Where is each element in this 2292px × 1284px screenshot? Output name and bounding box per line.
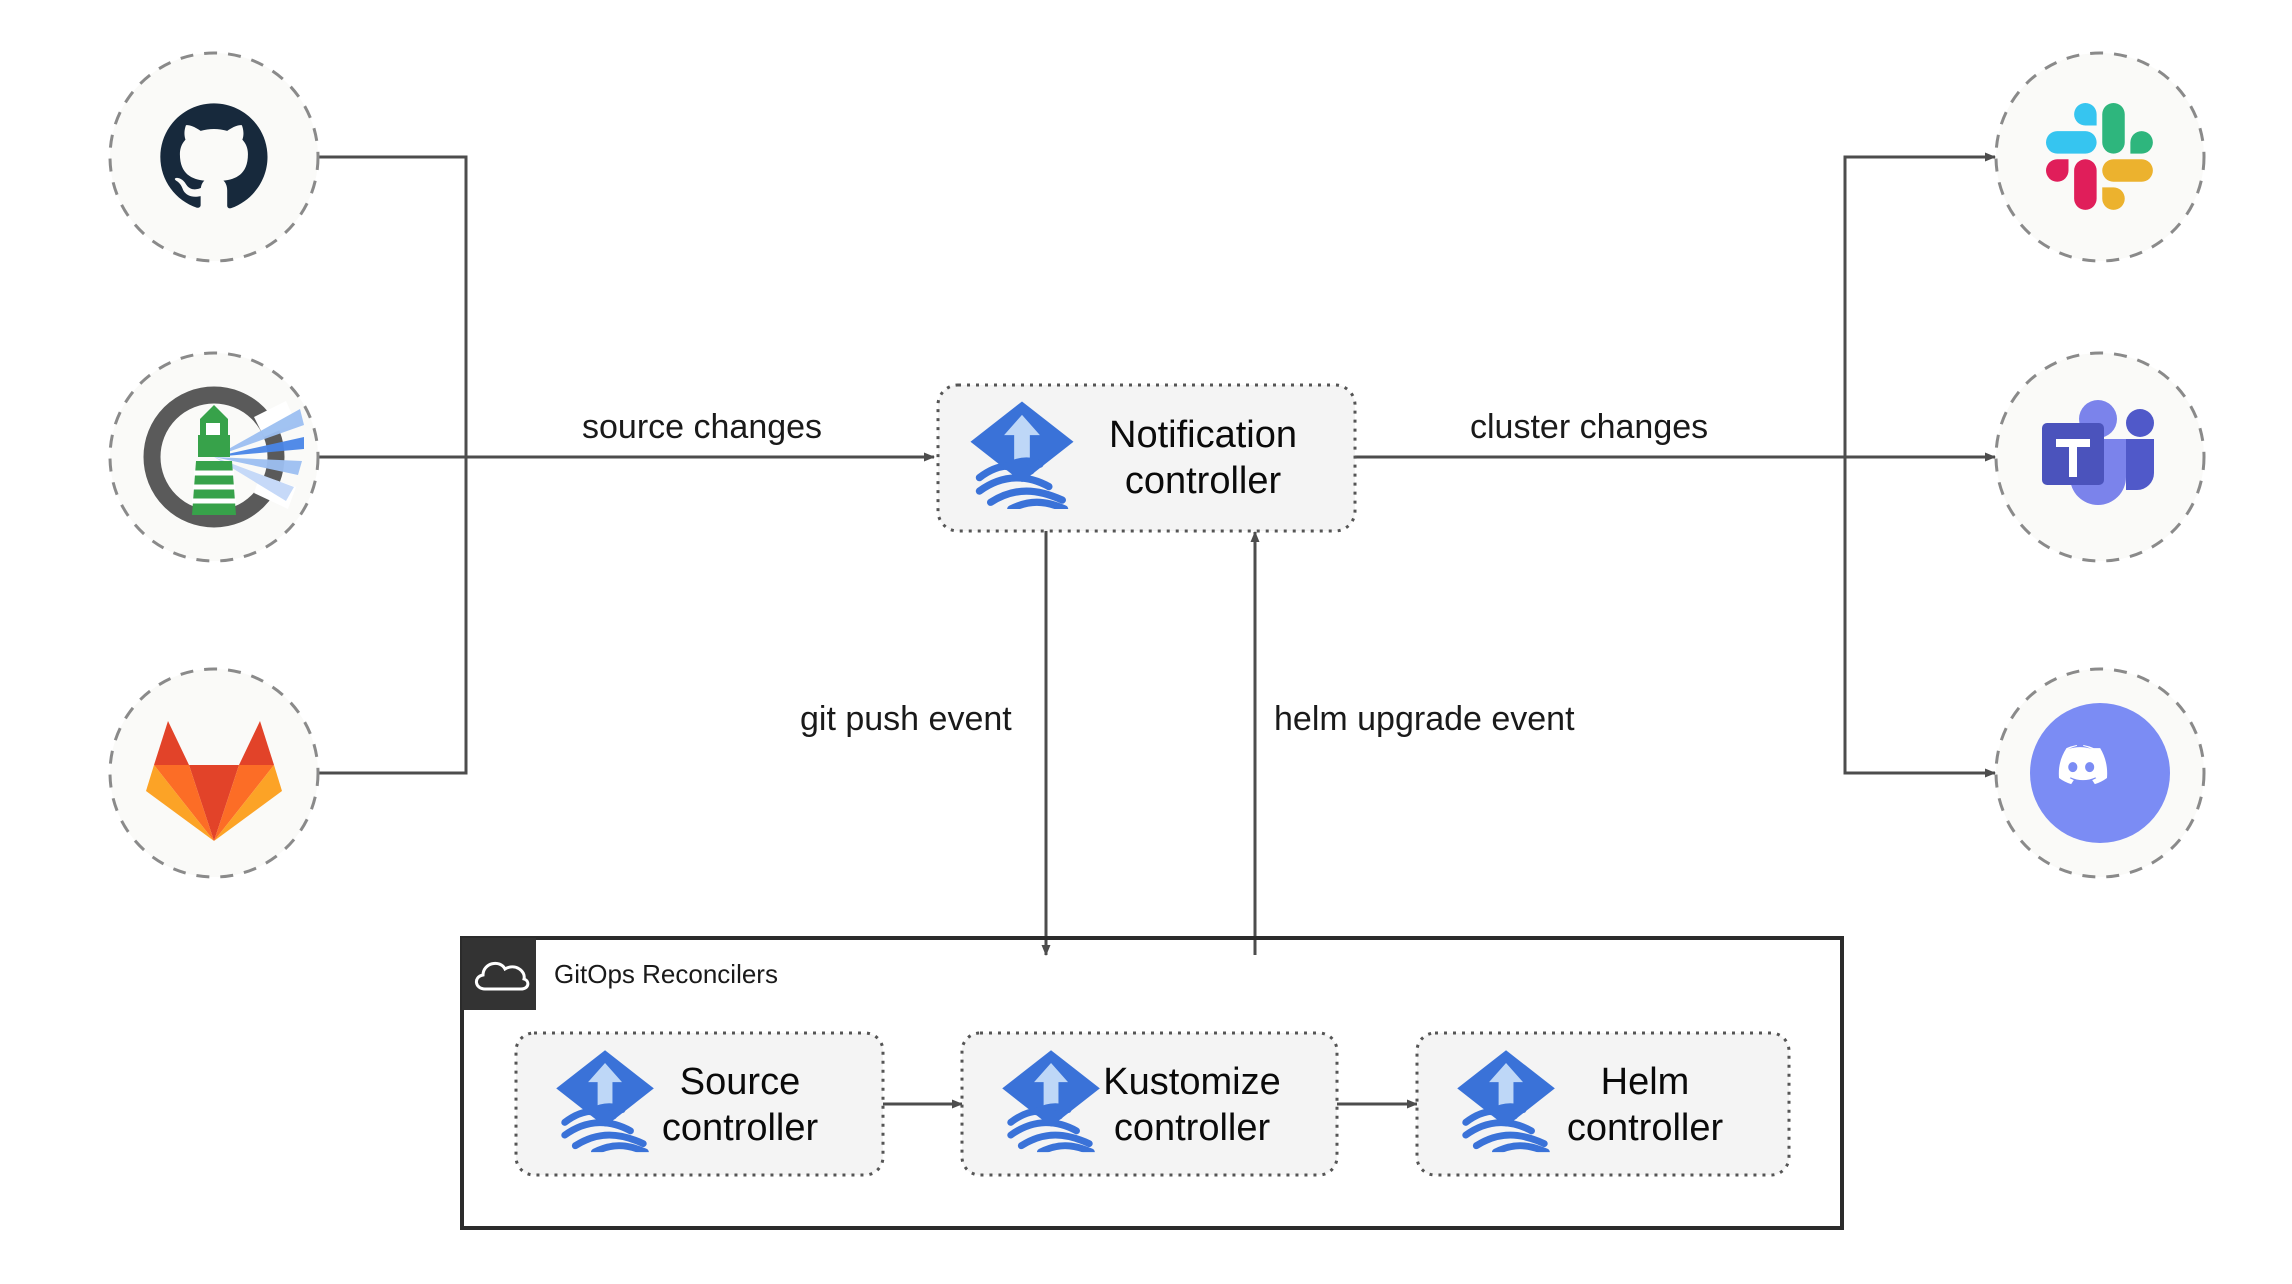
edge-gitlab-to-bus [318, 457, 468, 775]
node-helm-controller-line2: controller [1567, 1107, 1724, 1149]
node-source-controller-line2: controller [662, 1107, 819, 1149]
node-teams[interactable] [1994, 351, 2206, 563]
node-github[interactable] [108, 51, 320, 263]
group-title: GitOps Reconcilers [554, 959, 778, 989]
edge-label-cluster-changes: cluster changes [1470, 408, 1708, 446]
node-source-controller-line1: Source [680, 1061, 800, 1103]
edge-bus-to-slack [1843, 152, 1996, 457]
node-kustomize-controller-line1: Kustomize [1103, 1061, 1280, 1103]
edge-label-source-changes: source changes [582, 408, 822, 446]
harbor-icon [143, 386, 304, 528]
node-helm-controller[interactable]: Helm controller [1415, 1031, 1791, 1177]
slack-icon [2046, 103, 2153, 210]
node-gitlab[interactable] [108, 667, 320, 879]
node-source-controller[interactable]: Source controller [514, 1031, 885, 1177]
discord-icon [2030, 703, 2170, 843]
edge-label-git-push-event: git push event [800, 700, 1012, 738]
notification-controller-line1: Notification [1109, 414, 1297, 456]
notification-controller-line2: controller [1125, 460, 1282, 502]
node-slack[interactable] [1994, 51, 2206, 263]
gitlab-icon [146, 721, 282, 841]
node-harbor[interactable] [108, 351, 320, 563]
node-discord[interactable] [1994, 667, 2206, 879]
edge-bus-to-discord [1843, 457, 1996, 778]
node-kustomize-controller[interactable]: Kustomize controller [960, 1031, 1339, 1177]
node-helm-controller-line1: Helm [1601, 1061, 1690, 1103]
github-icon [160, 103, 268, 209]
edge-label-helm-upgrade-event: helm upgrade event [1274, 700, 1575, 738]
edge-github-to-bus [318, 155, 468, 457]
group-border [460, 936, 1844, 1230]
teams-icon [2042, 400, 2154, 505]
cloud-icon [475, 961, 530, 991]
node-kustomize-controller-line2: controller [1114, 1107, 1271, 1149]
